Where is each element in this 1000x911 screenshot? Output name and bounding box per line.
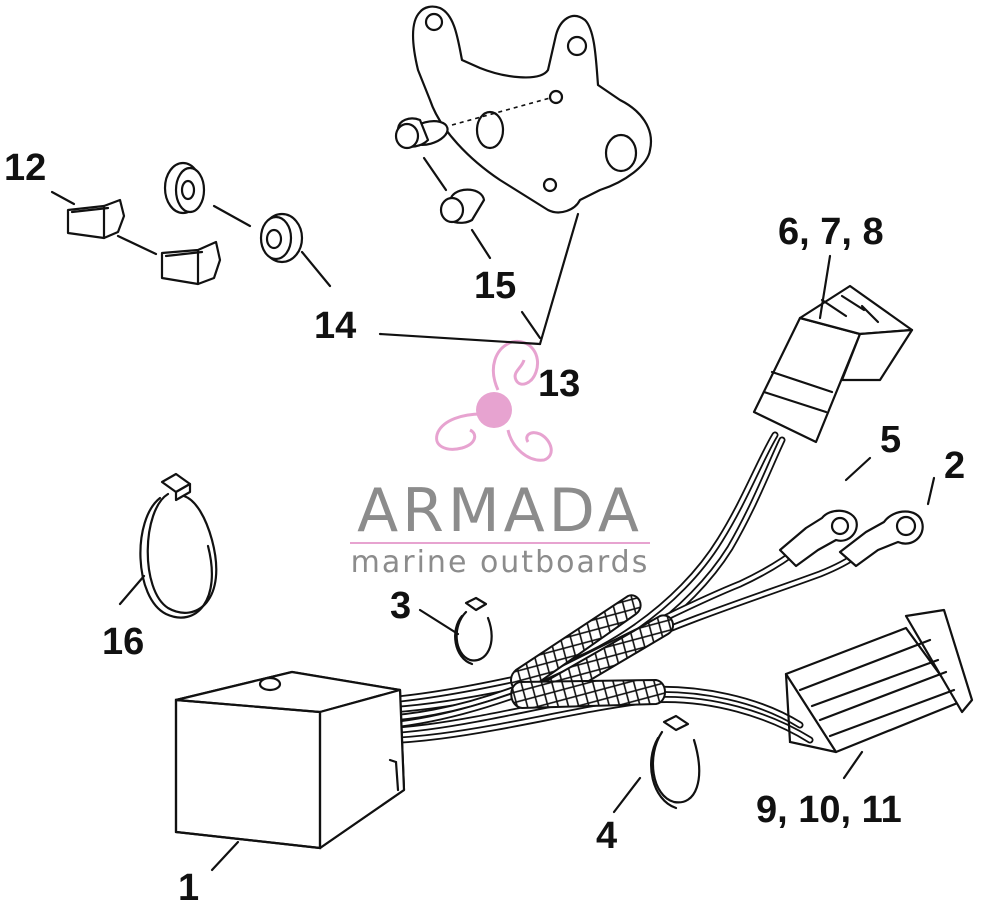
cable-tie-4 xyxy=(650,714,701,810)
connector-lower xyxy=(784,608,974,754)
callout-9-10-11: 9, 10, 11 xyxy=(756,789,902,831)
callout-15: 15 xyxy=(474,265,516,307)
clip-upper xyxy=(66,198,126,240)
callout-6-7-8: 6, 7, 8 xyxy=(778,211,884,253)
mounting-bracket xyxy=(411,5,653,214)
callout-1: 1 xyxy=(178,867,199,909)
callout-labels: 1 2 3 4 5 6, 7, 8 9, 10, 11 12 13 14 15 … xyxy=(4,147,965,909)
callout-16: 16 xyxy=(102,621,144,663)
clip-lower xyxy=(160,240,222,286)
grommet-lower xyxy=(259,212,304,264)
watermark-logo: ARMADA marine outboards xyxy=(350,339,650,580)
ring-terminal-5 xyxy=(778,509,858,568)
grommet-upper xyxy=(163,161,206,215)
wire-sleeve-lower xyxy=(510,678,666,710)
leader-lines-lower xyxy=(118,254,936,872)
callout-3: 3 xyxy=(390,585,411,627)
callout-13: 13 xyxy=(538,363,580,405)
callout-4: 4 xyxy=(596,815,617,857)
watermark-tagline: marine outboards xyxy=(351,545,650,580)
wire-sleeve-upper xyxy=(510,594,642,693)
callout-2: 2 xyxy=(944,445,965,487)
leader-lines-upper xyxy=(50,156,580,346)
propeller-icon xyxy=(435,339,553,462)
connector-upper xyxy=(752,284,914,444)
ring-terminal-2 xyxy=(838,510,924,568)
control-module xyxy=(174,670,406,850)
callout-5: 5 xyxy=(880,419,901,461)
stud-lower xyxy=(439,188,486,224)
cable-tie-16 xyxy=(139,472,218,619)
callout-14: 14 xyxy=(314,305,356,347)
callout-12: 12 xyxy=(4,147,46,189)
cable-tie-3 xyxy=(454,596,493,666)
watermark-brand: ARMADA xyxy=(357,476,643,546)
stud-upper xyxy=(394,117,449,150)
